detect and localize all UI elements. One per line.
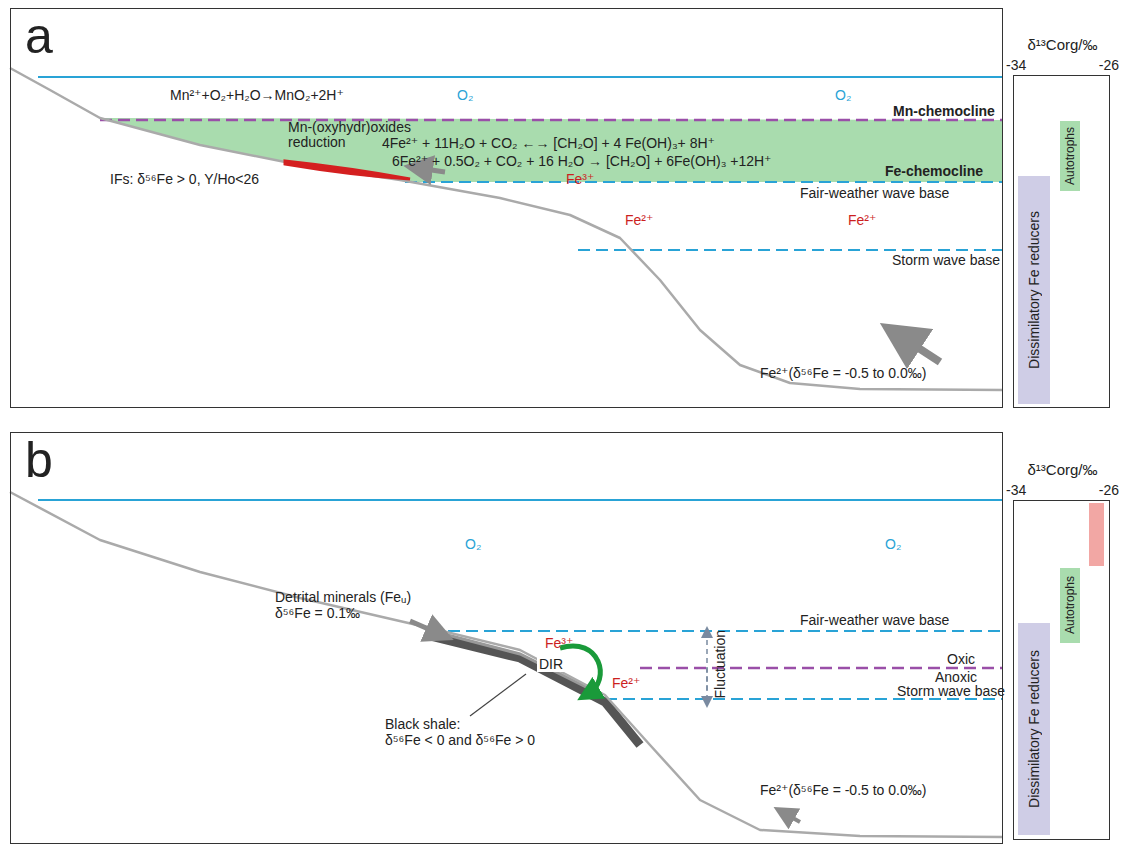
annotation: O₂ (457, 88, 473, 103)
annotation: Detrital minerals (Feᵤ) (275, 590, 411, 605)
annotation: Fe³⁺ (545, 636, 573, 651)
autotroph-bar-pink (1089, 503, 1104, 566)
panel-frame: a (10, 8, 1003, 408)
annotation: δ⁵⁶Fe < 0 and δ⁵⁶Fe > 0 (385, 733, 535, 748)
annotation: Fe²⁺(δ⁵⁶Fe = -0.5 to 0.0‰) (760, 783, 926, 798)
axis-tick: -34 (1006, 482, 1026, 498)
axis-tick: -26 (1099, 57, 1119, 73)
isotope-scale-panel: δ¹³Corg/‰-34-26Dissimilatory Fe reducers… (1013, 75, 1110, 408)
organism-label: Autotrophs (1064, 576, 1076, 634)
axis-title: δ¹³Corg/‰ (1014, 36, 1111, 53)
axis-tick: -34 (1006, 57, 1026, 73)
annotation: Mn²⁺+O₂+H₂O→MnO₂+2H⁺ (170, 88, 344, 103)
axis-tick: -26 (1099, 482, 1119, 498)
organism-bar: Dissimilatory Fe reducers (1018, 623, 1050, 835)
annotation: Fe-chemocline (885, 164, 983, 179)
annotation: 4Fe²⁺ + 11H₂O + CO₂ ←→ [CH₂O] + 4 Fe(OH)… (382, 136, 715, 151)
annotation: Mn-chemocline (893, 104, 995, 119)
axis-title: δ¹³Corg/‰ (1014, 461, 1111, 478)
annotation: Fair-weather wave base (800, 186, 949, 201)
annotation: DIR (537, 657, 565, 672)
annotation: Fe²⁺ (625, 213, 653, 228)
organism-label: Dissimilatory Fe reducers (1027, 650, 1041, 808)
organism-label: Dissimilatory Fe reducers (1027, 211, 1041, 369)
panel-letter: a (25, 9, 53, 64)
annotation: Fe²⁺ (848, 213, 876, 228)
organism-bar: Autotrophs (1060, 121, 1080, 191)
annotation: 6Fe²⁺ + 0.5O₂ + CO₂ + 16 H₂O → [CH₂O] + … (392, 154, 772, 169)
annotation: Storm wave base (897, 684, 1005, 699)
annotation: IFs: δ⁵⁶Fe > 0, Y/Ho<26 (110, 172, 259, 187)
annotation: Fe³⁺ (566, 172, 594, 187)
isotope-scale-panel: δ¹³Corg/‰-34-26Dissimilatory Fe reducers… (1013, 500, 1110, 840)
annotation: Fluctuation (713, 630, 728, 698)
annotation: O₂ (885, 537, 901, 552)
annotation: Fair-weather wave base (800, 613, 949, 628)
annotation: O₂ (835, 88, 851, 103)
organism-bar: Autotrophs (1060, 568, 1080, 643)
annotation: Black shale: (385, 717, 460, 732)
annotation: Fe²⁺ (612, 676, 640, 691)
organism-label: Autotrophs (1064, 127, 1076, 185)
panel-letter: b (25, 433, 53, 488)
annotation: Fe²⁺(δ⁵⁶Fe = -0.5 to 0.0‰) (760, 366, 926, 381)
annotation: Oxic (947, 652, 975, 667)
annotation: δ⁵⁶Fe = 0.1‰ (275, 606, 360, 621)
annotation: Storm wave base (892, 253, 1000, 268)
annotation: Anoxic (935, 670, 977, 685)
annotation: O₂ (465, 537, 481, 552)
organism-bar: Dissimilatory Fe reducers (1018, 176, 1050, 404)
